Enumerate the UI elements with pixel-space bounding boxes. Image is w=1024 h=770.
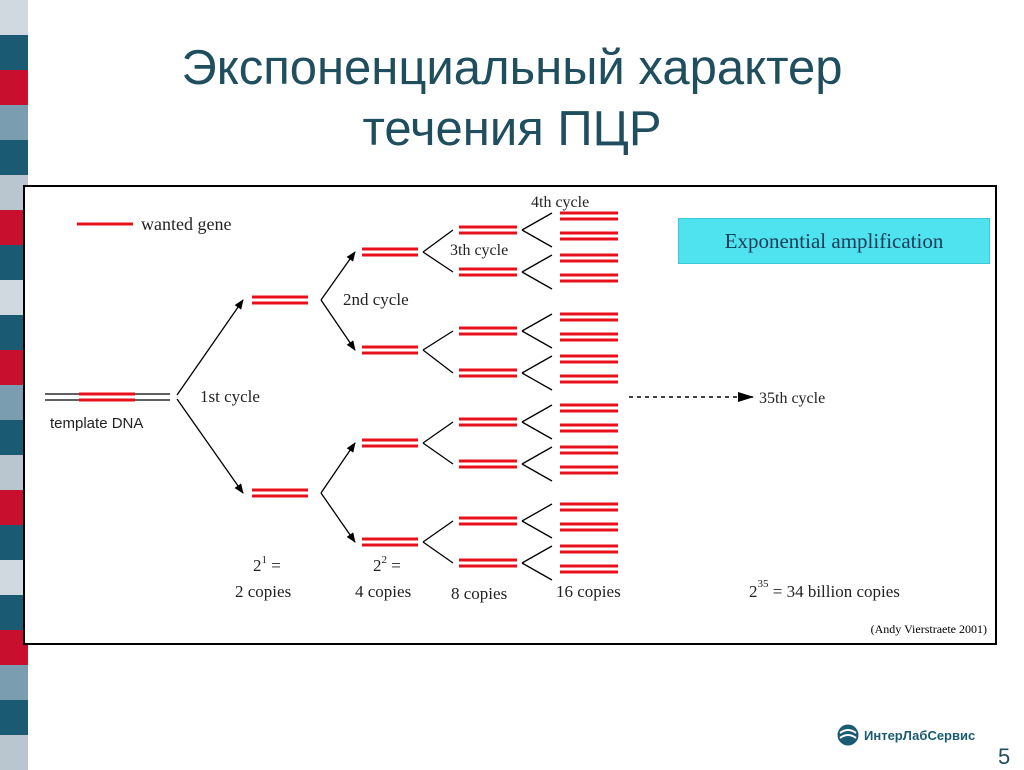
copy-cycle4 <box>560 354 618 364</box>
branch-arrow <box>422 229 454 253</box>
exponential-amplification-box: Exponential amplification <box>678 218 990 264</box>
stripe-block <box>0 35 28 70</box>
copy-cycle4 <box>560 374 618 384</box>
branch-arrow <box>521 421 553 440</box>
branch-arrow <box>521 463 553 482</box>
branch-arrow <box>422 520 454 543</box>
copy-cycle2 <box>362 537 418 547</box>
stripe-block <box>0 735 28 770</box>
copy-cycle4 <box>560 522 618 532</box>
branch-arrow <box>521 503 553 522</box>
legend-label: wanted gene <box>141 214 231 234</box>
copy-cycle3 <box>459 368 517 378</box>
copies-35-formula: 235 = 34 billion copies <box>749 578 900 601</box>
figure-credit: (Andy Vierstraete 2001) <box>870 622 987 636</box>
title-line-2: течения ПЦР <box>362 102 662 156</box>
cycle-label-1: 1st cycle <box>200 387 260 406</box>
page-number: 5 <box>998 744 1011 769</box>
copy-cycle1 <box>252 488 308 498</box>
title-line-1: Экспоненциальный характер <box>181 41 843 95</box>
branch-arrow <box>422 442 454 465</box>
copy-cycle2 <box>362 247 418 257</box>
branch-arrow <box>320 251 356 301</box>
logo-globe-icon <box>837 724 859 746</box>
branch-arrow <box>521 355 553 374</box>
branch-arrow <box>521 404 553 423</box>
branch-arrow <box>521 372 553 391</box>
copies-2-formula: 22 = <box>373 554 401 575</box>
copy-cycle4 <box>560 403 618 413</box>
copy-counts: 21 = 2 copies 22 = 4 copies 8 copies 16 … <box>235 554 900 603</box>
branch-arrow <box>422 349 454 374</box>
copies-1-formula: 21 = <box>253 554 281 575</box>
copy-cycle3 <box>459 417 517 427</box>
branch-arrow <box>320 299 356 351</box>
branch-arrow <box>176 299 244 396</box>
branch-arrow <box>422 541 454 564</box>
copy-cycle4 <box>560 465 618 475</box>
copies-3-text: 8 copies <box>451 584 507 603</box>
copy-cycle3 <box>459 225 517 235</box>
copy-cycle4 <box>560 253 618 263</box>
branch-arrow <box>521 229 553 248</box>
branch-arrow <box>320 492 356 543</box>
company-logo: ИнтерЛабСервис <box>836 722 975 748</box>
copy-cycle4 <box>560 544 618 554</box>
stripe-block <box>0 140 28 175</box>
copy-cycle4 <box>560 273 618 283</box>
copy-cycle4 <box>560 564 618 574</box>
stripe-block <box>0 700 28 735</box>
pcr-diagram: wanted gene template DNA 1st cycle 2nd c… <box>45 194 900 603</box>
copies-2-text: 4 copies <box>355 582 411 601</box>
copies-4-text: 16 copies <box>556 582 621 601</box>
cycle-label-35: 35th cycle <box>759 390 825 407</box>
copy-cycle4 <box>560 211 618 221</box>
copy-cycle3 <box>459 459 517 469</box>
branch-arrow <box>521 446 553 465</box>
logo-text: ИнтерЛабСервис <box>864 727 976 743</box>
branch-arrow <box>422 251 454 273</box>
cycle-label-3: 3th cycle <box>450 242 508 259</box>
dna-copies <box>252 211 618 574</box>
copy-cycle2 <box>362 438 418 448</box>
copy-cycle4 <box>560 423 618 433</box>
stripe-block <box>0 70 28 105</box>
copies-1-text: 2 copies <box>235 582 291 601</box>
branch-arrow <box>521 271 553 290</box>
amplification-label: Exponential amplification <box>724 228 944 253</box>
copy-cycle3 <box>459 558 517 568</box>
stripe-block <box>0 665 28 700</box>
cycle-label-2: 2nd cycle <box>343 290 409 309</box>
copy-cycle4 <box>560 312 618 322</box>
branch-arrow <box>422 330 454 351</box>
branch-arrow <box>521 212 553 231</box>
stripe-block <box>0 0 28 35</box>
copy-cycle4 <box>560 231 618 241</box>
branch-arrow <box>521 313 553 332</box>
branch-arrow <box>521 562 553 581</box>
template-dna <box>45 392 170 402</box>
copy-cycle4 <box>560 502 618 512</box>
branch-arrow <box>320 442 356 494</box>
pcr-figure: wanted gene template DNA 1st cycle 2nd c… <box>23 185 997 645</box>
copy-cycle3 <box>459 326 517 336</box>
copy-cycle2 <box>362 345 418 355</box>
copy-cycle4 <box>560 332 618 342</box>
copy-cycle4 <box>560 445 618 455</box>
branch-arrow <box>521 520 553 539</box>
branch-arrow <box>176 398 244 494</box>
copy-cycle3 <box>459 267 517 277</box>
slide-title: Экспоненциальный характер течения ПЦР <box>40 38 984 160</box>
branch-arrow <box>521 254 553 273</box>
copy-cycle1 <box>252 295 308 305</box>
branch-arrow <box>422 421 454 444</box>
cycle-label-4: 4th cycle <box>531 194 589 211</box>
template-dna-label: template DNA <box>50 415 143 432</box>
branch-arrow <box>521 545 553 564</box>
branch-arrows <box>176 212 553 581</box>
stripe-block <box>0 105 28 140</box>
branch-arrow <box>521 330 553 349</box>
copy-cycle3 <box>459 516 517 526</box>
